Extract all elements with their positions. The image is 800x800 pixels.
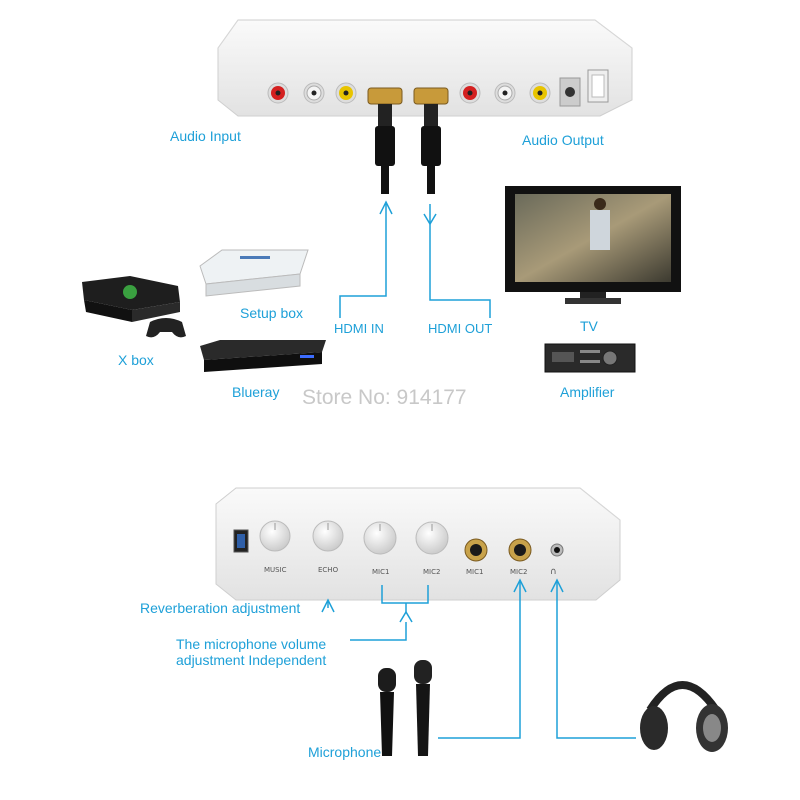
x-box-label: X box [118, 352, 154, 368]
rca-output-white [494, 82, 516, 104]
mic-volume-label-line1: The microphone volume [176, 636, 327, 652]
blueray-label: Blueray [232, 384, 280, 400]
rca-output-yellow [529, 82, 551, 104]
hdmi-in-line [339, 200, 393, 318]
music-knob-label: MUSIC [264, 566, 287, 574]
hdmi-out-port [413, 87, 449, 194]
rca-input-yellow [335, 82, 357, 104]
amplifier-label: Amplifier [560, 384, 615, 400]
power-switch [587, 69, 609, 103]
music-knob [259, 520, 291, 552]
audio-output-label: Audio Output [522, 132, 604, 148]
reverb-label: Reverberation adjustment [140, 600, 301, 616]
rca-output-red [459, 82, 481, 104]
microphone-icon [378, 660, 432, 756]
microphone-label: Microphone [308, 744, 382, 760]
hdmi-out-label: HDMI OUT [428, 321, 493, 336]
amplifier-icon [544, 343, 636, 373]
headphones-icon [640, 681, 728, 752]
dc-power-jack [559, 77, 581, 107]
echo-knob [312, 520, 344, 552]
hdmi-in-port [367, 87, 403, 194]
mic1-jack-label: MIC1 [466, 568, 484, 576]
xbox-controller-icon [146, 318, 186, 338]
power-button [233, 529, 249, 553]
blueray-player-icon [200, 340, 326, 372]
mic1-knob-label: MIC1 [372, 568, 390, 576]
headphone-line [550, 578, 636, 739]
headphone-jack [550, 543, 564, 557]
microphone-line [438, 578, 527, 739]
mic-volume-bracket [350, 585, 429, 641]
hdmi-out-line [423, 204, 491, 318]
setup-box-icon [199, 249, 309, 297]
store-watermark: Store No: 914177 [302, 386, 467, 409]
audio-input-label: Audio Input [170, 128, 241, 144]
tv-label: TV [580, 318, 598, 334]
echo-knob-label: ECHO [318, 566, 339, 574]
hdmi-in-label: HDMI IN [334, 321, 384, 336]
headphone-symbol-icon: ∩ [550, 567, 557, 577]
mic2-jack [508, 538, 532, 562]
mic-volume-label-line2: adjustment Independent [176, 652, 327, 668]
mic1-jack [464, 538, 488, 562]
mic2-volume-knob [415, 521, 449, 555]
mic1-volume-knob [363, 521, 397, 555]
rca-input-white [303, 82, 325, 104]
mic2-knob-label: MIC2 [423, 568, 441, 576]
setup-box-label: Setup box [240, 305, 304, 321]
reverb-line [321, 598, 335, 613]
mic2-jack-label: MIC2 [510, 568, 528, 576]
xbox-console-icon [82, 276, 180, 322]
tv-icon [505, 186, 681, 304]
rca-input-red [267, 82, 289, 104]
